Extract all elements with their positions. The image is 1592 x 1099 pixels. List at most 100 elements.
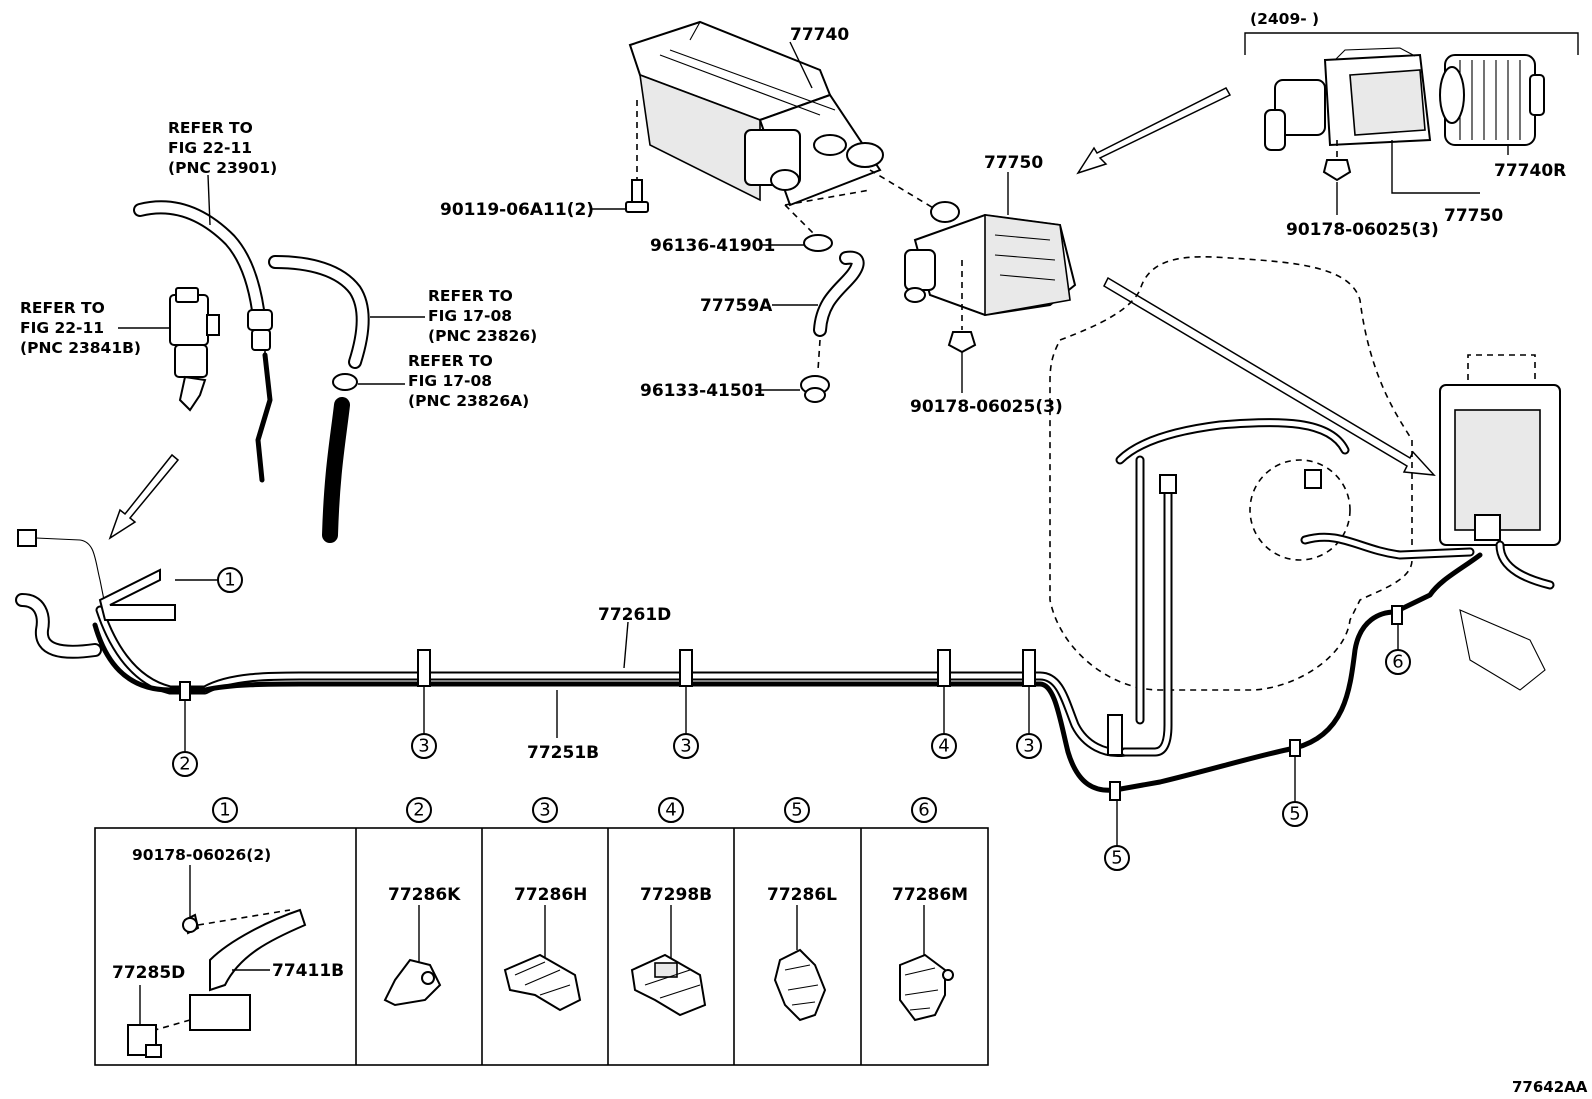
part-canister-r: 77740R <box>1494 161 1566 181</box>
figure-code: 77642AA <box>1512 1078 1588 1096</box>
ref-23826a: REFER TO FIG 17-08 (PNC 23826A) <box>408 352 529 410</box>
part-d4: 77298B <box>640 885 712 905</box>
date-bracket: (2409- ) <box>1250 10 1319 28</box>
canister-drawing <box>628 20 884 207</box>
part-clip-lower: 96133-41501 <box>640 381 765 401</box>
part-tube-lower: 77251B <box>527 743 599 763</box>
ref-23841b-line1: REFER TO <box>20 299 105 317</box>
clip-lower-drawing <box>800 375 830 403</box>
detail-table <box>94 827 989 1066</box>
svg-text:1: 1 <box>219 800 230 821</box>
callout-3c: 3 <box>1016 733 1042 759</box>
part-77740: 77740 <box>790 25 849 45</box>
svg-text:6: 6 <box>1392 652 1403 673</box>
hose-drawing <box>813 250 865 371</box>
callout-5a: 5 <box>1104 845 1130 871</box>
svg-text:3: 3 <box>539 800 550 821</box>
detail-2-drawing <box>383 958 442 1007</box>
tube-run-drawing <box>92 418 1483 801</box>
svg-text:6: 6 <box>918 800 929 821</box>
detail-5-drawing <box>773 948 827 1022</box>
part-d1-clamp: 77285D <box>112 963 185 983</box>
svg-text:1: 1 <box>224 570 235 591</box>
svg-text:4: 4 <box>665 800 676 821</box>
inset-nut-drawing <box>1322 140 1352 182</box>
part-nut-center: 90178-06025(3) <box>910 397 1063 417</box>
clip-upper-drawing <box>784 189 871 252</box>
arrow-inset-to-valve <box>1076 87 1232 175</box>
bolt-drawing <box>625 100 649 213</box>
left-connector-drawing <box>15 529 176 659</box>
part-d1-bracket: 77411B <box>272 961 344 981</box>
part-d5: 77286L <box>767 885 837 905</box>
svg-text:5: 5 <box>1289 804 1300 825</box>
detail-header-1: 1 <box>212 797 238 823</box>
ref-23901-drawing <box>133 200 273 483</box>
ref-23901: REFER TO FIG 22-11 (PNC 23901) <box>168 119 277 177</box>
callout-5b: 5 <box>1282 801 1308 827</box>
tank-canister-drawing <box>1439 354 1561 691</box>
detail-1-drawing <box>127 908 307 1058</box>
callout-3b: 3 <box>673 733 699 759</box>
detail-header-4: 4 <box>658 797 684 823</box>
part-nut-inset: 90178-06025(3) <box>1286 220 1439 240</box>
ref-23901-line3: (PNC 23901) <box>168 159 277 177</box>
svg-text:4: 4 <box>938 736 949 757</box>
ref-23826-line3: (PNC 23826) <box>428 327 537 345</box>
inset-canister-drawing <box>1439 54 1545 146</box>
arrow-to-tank <box>1103 276 1436 476</box>
ref-23826a-drawing <box>322 373 358 543</box>
ref-23826a-line2: FIG 17-08 <box>408 372 492 390</box>
ref-23841b-line3: (PNC 23841B) <box>20 339 141 357</box>
detail-header-3: 3 <box>532 797 558 823</box>
inset-valve-drawing <box>1264 47 1432 151</box>
arrow-connector <box>108 453 180 540</box>
part-d3: 77286H <box>514 885 587 905</box>
leader-valve-inset <box>1391 140 1480 194</box>
leader-77740 <box>789 41 813 89</box>
ref-23901-line2: FIG 22-11 <box>168 139 252 157</box>
svg-text:3: 3 <box>680 736 691 757</box>
svg-text:2: 2 <box>179 754 190 775</box>
part-d6: 77286M <box>892 885 968 905</box>
svg-text:2: 2 <box>413 800 424 821</box>
callout-leaders <box>175 579 1399 846</box>
ref-23841b: REFER TO FIG 22-11 (PNC 23841B) <box>20 299 141 357</box>
part-valve: 77750 <box>984 153 1043 173</box>
ref-23826-line2: FIG 17-08 <box>428 307 512 325</box>
svg-text:3: 3 <box>418 736 429 757</box>
detail-4-drawing <box>630 953 707 1017</box>
ref-23826-drawing <box>268 255 370 369</box>
leader-ref-23901 <box>207 174 211 226</box>
ref-23826a-line3: (PNC 23826A) <box>408 392 529 410</box>
detail-3-drawing <box>503 953 582 1012</box>
detail-header-6: 6 <box>911 797 937 823</box>
tank-outline <box>1049 256 1413 691</box>
svg-text:3: 3 <box>1023 736 1034 757</box>
detail-6-drawing <box>899 953 954 1022</box>
part-clip-upper: 96136-41901 <box>650 236 775 256</box>
ref-23826-line1: REFER TO <box>428 287 513 305</box>
part-tube-upper: 77261D <box>598 605 671 625</box>
ref-23826a-line1: REFER TO <box>408 352 493 370</box>
svg-text:5: 5 <box>791 800 802 821</box>
detail-header-2: 2 <box>406 797 432 823</box>
ref-23841b-drawing <box>169 287 220 412</box>
part-hose: 77759A <box>700 296 773 316</box>
detail-header-5: 5 <box>784 797 810 823</box>
ref-23841b-line2: FIG 22-11 <box>20 319 104 337</box>
part-valve-inset: 77750 <box>1444 206 1503 226</box>
callout-1: 1 <box>217 567 243 593</box>
inset-bracket <box>1244 32 1579 55</box>
svg-text:5: 5 <box>1111 848 1122 869</box>
part-d2: 77286K <box>388 885 461 905</box>
ref-23826: REFER TO FIG 17-08 (PNC 23826) <box>428 287 537 345</box>
leader-tube-upper <box>623 621 629 669</box>
ref-23901-line1: REFER TO <box>168 119 253 137</box>
part-bolt: 90119-06A11(2) <box>440 200 594 220</box>
part-d1-nut: 90178-06026(2) <box>132 846 271 864</box>
callout-4: 4 <box>931 733 957 759</box>
callout-3a: 3 <box>411 733 437 759</box>
